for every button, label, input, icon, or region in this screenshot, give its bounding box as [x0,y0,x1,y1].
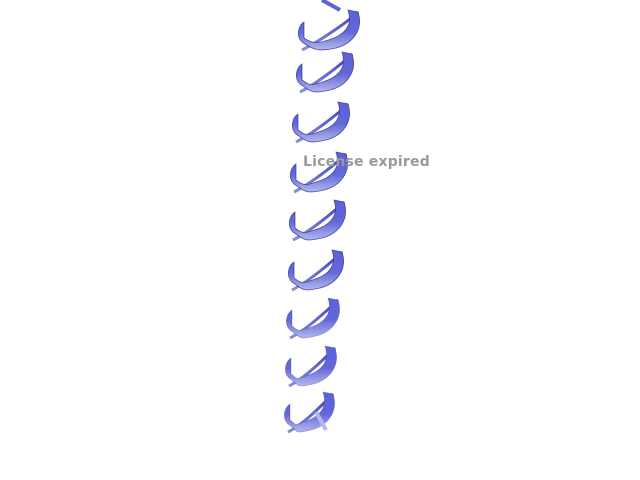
helix-highlight [305,55,339,73]
helix-highlight [297,253,329,271]
helix-turn [285,345,337,387]
helix-highlight [299,155,333,173]
helix-highlight [298,203,331,221]
helix-turn [286,297,340,339]
helix-n-terminus [321,0,341,12]
helix-c-terminus [314,411,328,431]
helix-highlight [295,301,325,319]
helix-turn [284,391,335,433]
helix-highlight [293,395,320,413]
helix-highlight [294,349,322,367]
helix-turn [288,249,344,291]
helix-turns [284,0,360,434]
helix-turn [289,199,346,241]
helix-highlight [301,105,335,123]
helix-highlight [307,13,345,31]
helix-turn [292,101,350,143]
helix-turn [290,151,348,193]
helix-turn [298,9,360,51]
helix-turn [296,51,354,93]
